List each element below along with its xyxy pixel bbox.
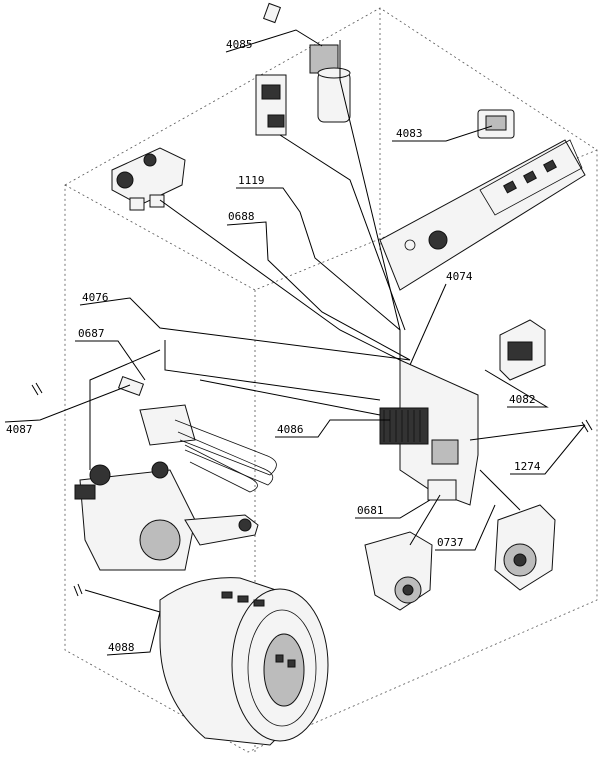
label-1119: 1119 (238, 174, 265, 187)
label-0688: 0688 (228, 210, 255, 223)
label-0681: 0681 (357, 504, 384, 517)
label-0737: 0737 (437, 536, 464, 549)
part-0681-drain-pump (364, 531, 433, 611)
label-4082: 4082 (509, 393, 536, 406)
part-motor (74, 461, 259, 571)
part-4085-filter (262, 2, 351, 123)
part-4086-heater (117, 375, 277, 493)
label-0687: 0687 (78, 327, 105, 340)
part-labels: 4085 4083 1119 0688 4074 4076 0687 4082 … (6, 38, 541, 654)
main-electronic-board (379, 359, 479, 506)
label-4085: 4085 (226, 38, 253, 51)
part-4074-control-board (379, 139, 586, 291)
part-4082-module (499, 319, 546, 381)
label-4087: 4087 (6, 423, 33, 436)
label-4074: 4074 (446, 270, 473, 283)
label-4088: 4088 (108, 641, 135, 654)
label-4076: 4076 (82, 291, 109, 304)
part-4083-door-lock (477, 109, 515, 139)
part-0688-inlet-valve (111, 147, 186, 211)
part-4088-drum (159, 577, 329, 746)
label-1274: 1274 (514, 460, 541, 473)
part-0737-drain-pump (494, 504, 556, 591)
part-1119-noise-filter (255, 74, 287, 136)
label-4083: 4083 (396, 127, 423, 140)
label-4086: 4086 (277, 423, 304, 436)
leader-lines (4, 29, 593, 656)
